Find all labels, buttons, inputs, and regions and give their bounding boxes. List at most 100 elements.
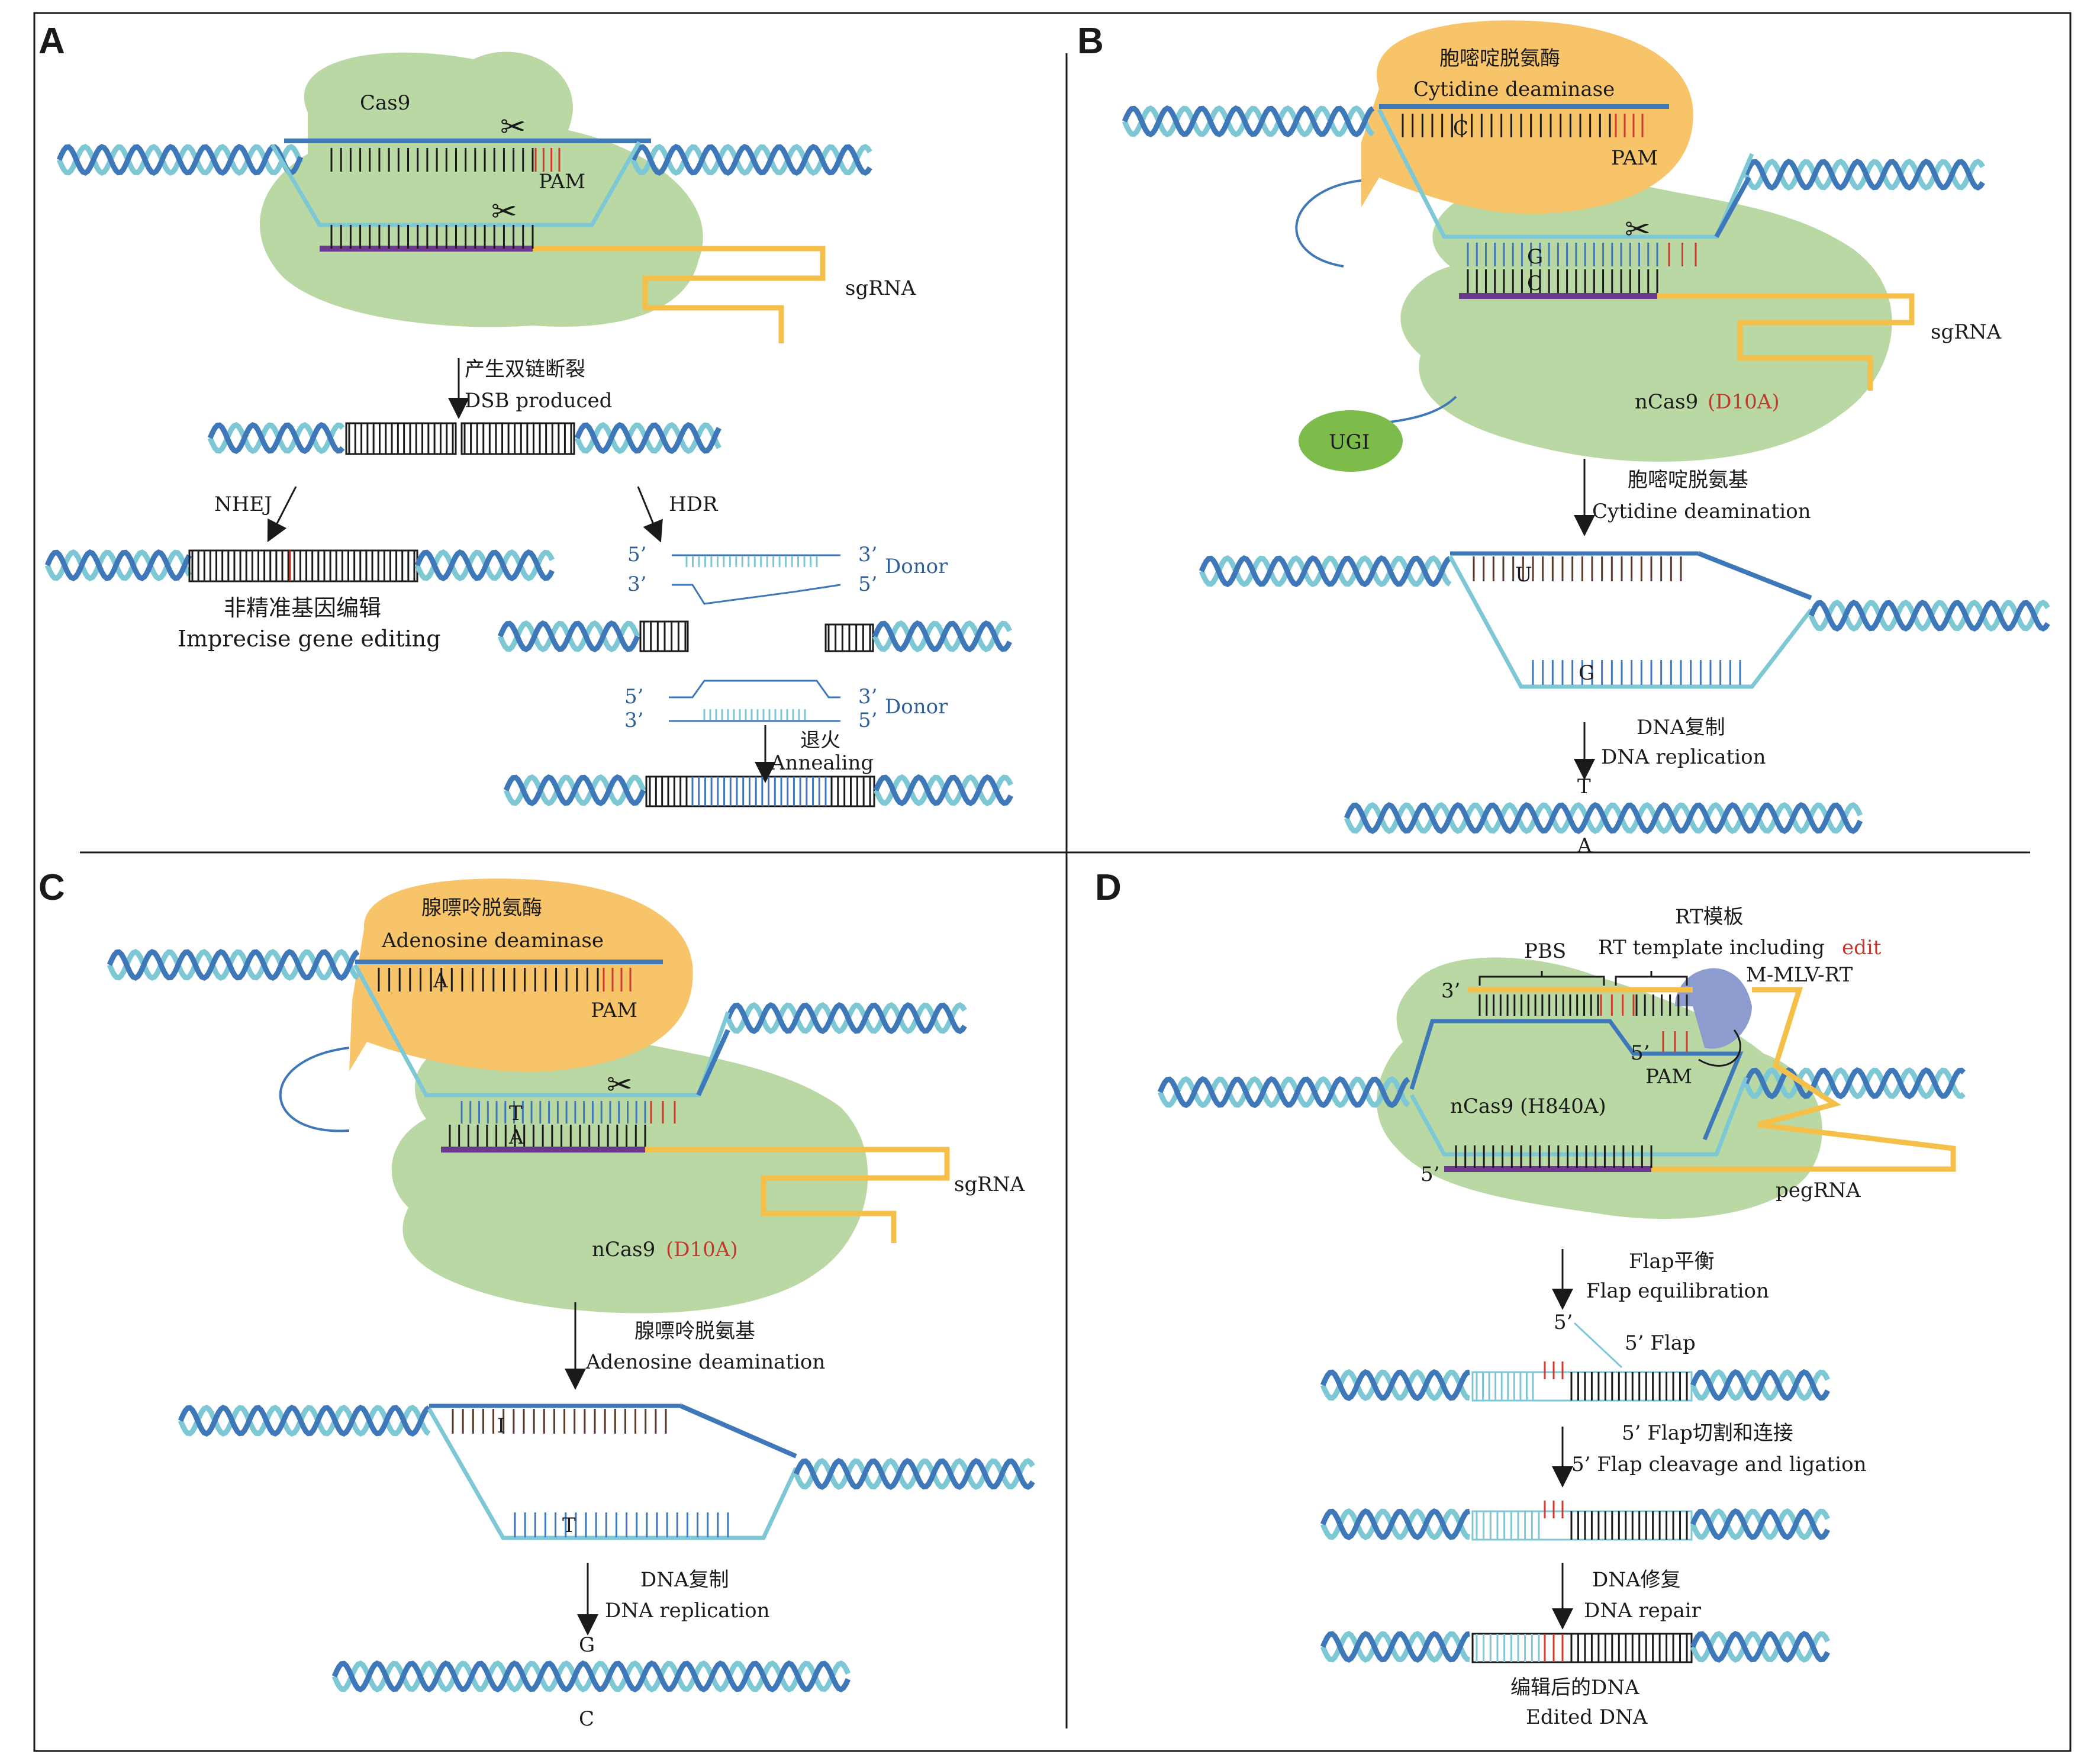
annealing-label-en: Annealing [770,751,874,775]
repaired-ticks-blue [1476,1634,1540,1662]
helix-strand-dark [1690,1369,1830,1402]
panel-letter-c: C [38,867,65,908]
edited-strand-bottom-b [1448,555,1813,689]
helix-strand-dark [503,774,646,807]
dna-helix-b-final [1344,801,1863,835]
result-en-d: Edited DNA [1526,1705,1648,1729]
helix-strand-dark [107,948,360,981]
base-i-c: I [497,1414,505,1438]
step2-en-d: 5’ Flap cleavage and ligation [1571,1453,1866,1476]
pam-ticks-b-top [1615,114,1644,137]
helix-strand-dark [1690,1630,1830,1663]
helix-strand-dark [1690,1508,1830,1541]
pam-label-a: PAM [539,170,585,194]
edited-strand-bottom-c [427,1408,798,1540]
target-strand-d-top [1409,1019,1744,1141]
panel-d: D RT模板 RT template including edit PBS M-… [1095,867,1966,1729]
dsb-block-left [345,422,457,455]
helix-strand-light [1743,1067,1966,1100]
adenosine-deaminase [349,878,693,1072]
helix-strand-dark [574,421,721,455]
donor-label-1: Donor [885,555,948,578]
panel-b: B UGI 胞嘧啶脱氨酶 Cytidine deaminase C PAM G … [1077,20,2050,858]
panel-a: A Cas9 PAM sgRNA ✂ ✂ 产生双链断裂 DSB produced… [38,21,1013,807]
ligated-ticks-black [1570,1511,1688,1540]
final-bottom-c: C [579,1707,594,1731]
helix-strand-dark [872,620,1012,653]
flap-ticks-black [1570,1372,1688,1401]
end-5-pam-d: 5’ [1631,1041,1650,1065]
rt-template-edit-ticks [1600,994,1635,1016]
dna-helix-b-right [1743,158,1985,191]
step2-cn-d: 5’ Flap切割和连接 [1622,1421,1793,1445]
target-strand-c-dark-right [696,1029,730,1096]
sgrna-scaffold [533,246,826,343]
ncas9-protein-c [391,1018,868,1314]
repaired-ticks-black [1570,1634,1688,1662]
donor-end-5-top: 5’ [627,543,646,566]
rt-template-en: RT template including [1598,936,1825,960]
dna-helix-b2-right [1808,599,2050,632]
donor-label-2: Donor [885,695,948,719]
sgrna-label-b: sgRNA [1931,320,2002,344]
nhej-label: NHEJ [214,492,272,516]
base-ticks-c-mid [460,1101,646,1124]
helix-strand-light [1320,1508,1470,1541]
pam-ticks-b-mid [1668,243,1697,266]
nhej-repaired-block [188,549,418,582]
dsb-ticks-right [463,423,572,454]
helix-strand-dark [1122,105,1375,138]
hdr-ticks-right [827,625,871,651]
sgrna-scaffold-c [645,1147,950,1243]
mutation-label-c: (D10A) [666,1238,738,1261]
helix-strand-light [44,549,192,582]
m-mlv-rt-label: M-MLV-RT [1746,963,1853,987]
repaired-ticks-red [1544,1634,1564,1662]
step2-en-b: DNA replication [1601,745,1766,769]
dna-helix-c2-left [178,1404,431,1437]
step2-en-c: DNA replication [605,1599,769,1623]
ligated-ticks-red [1544,1501,1564,1518]
base-ticks-c2-top [452,1409,667,1434]
base-ticks-b2-bottom [1532,660,1741,685]
dna-helix-c-right [725,1002,967,1035]
flap-block [1471,1371,1693,1402]
deaminase-label-en-c: Adenosine deaminase [381,929,604,952]
helix-strand-dark [873,774,1013,807]
pbs-label: PBS [1524,939,1566,963]
m-mlv-rt [1675,968,1752,1049]
dna-helix-annealed-left [503,774,646,807]
dna-helix-d4-right [1690,1630,1830,1663]
dna-helix-left [56,143,304,176]
step1-cn-b: 胞嘧啶脱氨基 [1628,468,1748,492]
rt-template-cn: RT模板 [1675,905,1744,929]
dna-helix-dsb-left [207,421,345,455]
base-ticks-c-top [378,968,599,992]
sgrna-scaffold-b [1657,293,1915,391]
ncas9-label-b: nCas9 [1635,390,1698,414]
annealed-ticks-black-l [649,777,688,806]
flap-ticks-blue [1476,1372,1534,1401]
helix-strand-light [1743,158,1985,191]
end-3-d: 3’ [1441,979,1460,1003]
helix-strand-light [207,421,345,455]
pegrna-label: pegRNA [1776,1179,1861,1202]
result-cn-d: 编辑后的DNA [1510,1676,1639,1699]
step3-en-d: DNA repair [1584,1599,1702,1623]
arrow-nhej [267,486,297,543]
dsb-label-cn: 产生双链断裂 [465,358,585,381]
linker-loop [1295,179,1362,268]
helix-strand-dark [793,1457,1035,1491]
panel-letter-b: B [1077,21,1104,62]
helix-strand-dark [1320,1508,1470,1541]
nhej-result-en: Imprecise gene editing [178,626,441,652]
base-ticks-b-top [1402,114,1611,137]
repaired-block [1471,1633,1693,1663]
ligated-block [1471,1510,1693,1541]
helix-strand-dark [331,1660,851,1693]
hdr-label: HDR [669,492,719,516]
dna-helix-d-left [1157,1076,1410,1109]
dna-helix-d3-right [1690,1508,1830,1541]
dna-helix-d4-left [1320,1630,1470,1663]
